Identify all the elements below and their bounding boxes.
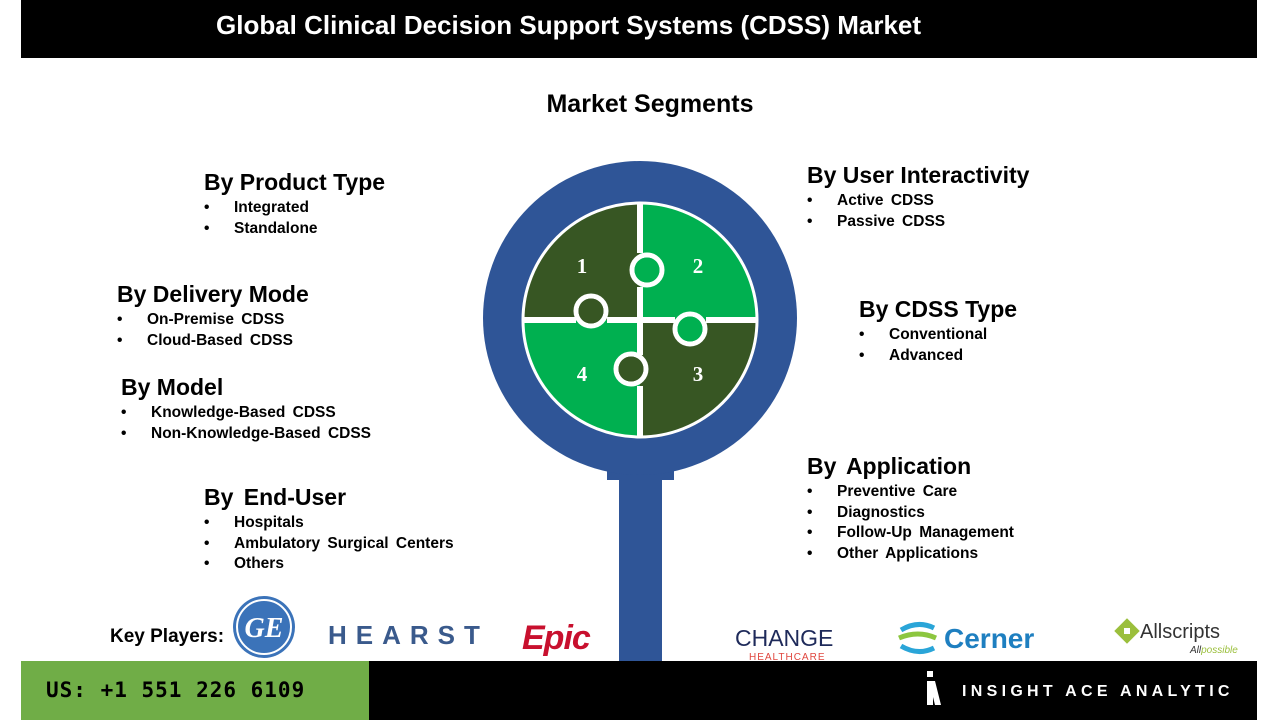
segment-title: By CDSS Type	[859, 296, 1018, 322]
segment-item: •Other Applications	[807, 544, 979, 562]
segment-model: By Model •Knowledge-Based CDSS •Non-Know…	[121, 373, 371, 444]
puzzle-label-2: 2	[693, 254, 704, 278]
segment-item: •Active CDSS	[807, 192, 934, 209]
segment-title: By Delivery Mode	[117, 281, 309, 307]
magnifier-handle	[619, 470, 662, 662]
segment-item: •Follow-Up Management	[807, 524, 1014, 541]
segment-cdss-type: By CDSS Type •Conventional •Advanced	[859, 295, 1017, 366]
svg-text:Cerner: Cerner	[944, 623, 1034, 654]
allscripts-logo: Allscripts Allpossible	[1114, 618, 1238, 656]
segment-title: By Model	[121, 374, 224, 400]
segment-item: •Others	[204, 555, 284, 572]
section-subtitle: Market Segments	[546, 90, 754, 118]
svg-text:CHANGE: CHANGE	[735, 625, 833, 651]
segment-item: •Diagnostics	[807, 503, 925, 521]
segment-item: •Knowledge-Based CDSS	[121, 404, 336, 421]
hearst-logo: HEARST	[328, 620, 489, 648]
svg-text:HEALTHCARE: HEALTHCARE	[749, 652, 826, 663]
contact-phone: US: +1 551 226 6109	[46, 678, 306, 702]
page-title: Global Clinical Decision Support Systems…	[216, 10, 922, 40]
segment-title: By Application	[807, 453, 972, 479]
svg-text:Allscripts: Allscripts	[1140, 621, 1220, 643]
puzzle-label-4: 4	[577, 362, 588, 386]
segment-item: •Non-Knowledge-Based CDSS	[121, 424, 372, 442]
brand-name: INSIGHT ACE ANALYTIC	[962, 683, 1234, 700]
cerner-icon	[898, 622, 938, 654]
segment-item: •Preventive Care	[807, 483, 958, 500]
insight-ace-icon	[927, 671, 941, 705]
contact-bar: US: +1 551 226 6109	[21, 661, 369, 720]
segment-item: •On-Premise CDSS	[117, 311, 285, 328]
segment-delivery-mode: By Delivery Mode •On-Premise CDSS •Cloud…	[117, 280, 309, 351]
segment-item: •Cloud-Based CDSS	[117, 331, 293, 349]
svg-text:GE: GE	[245, 613, 284, 644]
segment-application: By Application •Preventive Care •Diagnos…	[807, 452, 1014, 564]
segment-title: By End-User	[204, 484, 347, 510]
allscripts-icon	[1114, 618, 1140, 644]
ge-logo: GE	[233, 596, 295, 658]
title-bar: Global Clinical Decision Support Systems…	[21, 0, 1257, 58]
svg-text:Epic: Epic	[522, 619, 591, 656]
segment-item: •Hospitals	[204, 514, 304, 531]
segment-item: •Integrated	[204, 199, 309, 216]
svg-text:Allpossible: Allpossible	[1189, 645, 1238, 656]
epic-logo: Epic	[522, 619, 592, 656]
segment-end-user: By End-User •Hospitals •Ambulatory Surgi…	[204, 483, 454, 575]
puzzle-label-3: 3	[693, 362, 704, 386]
key-players-label: Key Players:	[110, 626, 225, 647]
svg-text:HEARST: HEARST	[328, 620, 489, 648]
segment-item: •Advanced	[859, 346, 964, 364]
puzzle-label-1: 1	[577, 254, 588, 278]
segment-product-type: By Product Type •Integrated •Standalone	[204, 168, 385, 239]
brand-bar: INSIGHT ACE ANALYTIC	[369, 661, 1257, 720]
segment-title: By Product Type	[204, 169, 386, 195]
change-healthcare-logo: CHANGE HEALTHCARE	[735, 625, 833, 663]
segment-item: •Passive CDSS	[807, 212, 946, 230]
segment-item: •Standalone	[204, 219, 318, 237]
segment-item: •Ambulatory Surgical Centers	[204, 534, 454, 552]
cerner-logo: Cerner	[898, 622, 1034, 654]
segment-item: •Conventional	[859, 326, 988, 343]
segment-title: By User Interactivity	[807, 162, 1030, 188]
segment-user-interactivity: By User Interactivity •Active CDSS •Pass…	[807, 161, 1029, 232]
